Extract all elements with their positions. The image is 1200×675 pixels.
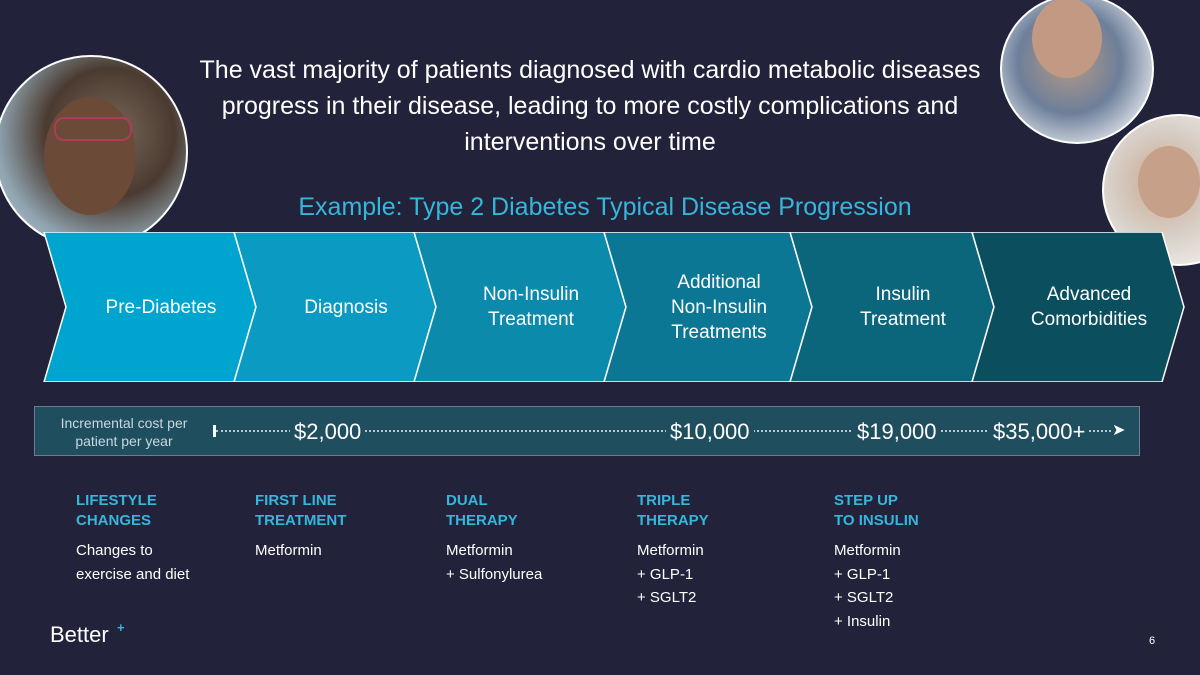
chevron-step [43, 232, 257, 382]
chevron-label: Pre-Diabetes [105, 296, 217, 318]
arrow-right-icon: ➤ [1112, 422, 1126, 439]
cost-dotted-line [216, 430, 1111, 432]
logo-plus-mark: + [117, 620, 125, 635]
progression-chevrons [43, 232, 1185, 382]
stage-dual-therapy: DUAL THERAPY Metformin + Sulfonylurea [446, 491, 646, 586]
better-logo: Better [50, 622, 109, 647]
chevron-step [233, 232, 437, 382]
chevron-step [789, 232, 995, 382]
stage-first-line: FIRST LINE TREATMENT Metformin [255, 491, 455, 563]
stage-med: + Insulin [834, 612, 891, 630]
stage-title: DUAL THERAPY [446, 492, 518, 529]
stage-title: FIRST LINE TREATMENT [255, 492, 347, 529]
stage-med: Changes to [76, 542, 153, 559]
cost-value: $2,000 [290, 419, 366, 445]
stage-title: STEP UP TO INSULIN [834, 492, 919, 529]
stage-med: + GLP-1 [637, 565, 694, 583]
stage-title: LIFESTYLE CHANGES [76, 492, 157, 529]
chevron-label: Advanced Comorbidities [1030, 284, 1148, 330]
stage-med: Metformin [255, 542, 322, 559]
slide-headline: The vast majority of patients diagnosed … [199, 56, 981, 156]
cost-caption: Incremental cost per patient per year [60, 415, 188, 449]
stage-triple-therapy: TRIPLE THERAPY Metformin + GLP-1 + SGLT2 [637, 491, 837, 610]
cost-value: $35,000+ [989, 419, 1090, 445]
stage-lifestyle: LIFESTYLE CHANGES Changes to exercise an… [76, 491, 276, 586]
stage-step-up-insulin: STEP UP TO INSULIN Metformin + GLP-1 + S… [834, 491, 1034, 633]
chevron-step [603, 232, 813, 382]
chevron-label: Diagnosis [304, 296, 388, 318]
slide-subtitle: Example: Type 2 Diabetes Typical Disease… [298, 193, 912, 221]
page-number: 6 [1149, 635, 1156, 647]
stage-med: + GLP-1 [834, 565, 891, 583]
stage-med: Metformin [637, 542, 704, 559]
cost-value: $10,000 [666, 419, 754, 445]
stage-med: Metformin [446, 542, 513, 559]
stage-med: + SGLT2 [637, 589, 697, 606]
chevron-label: Insulin Treatment [860, 284, 946, 330]
cost-value: $19,000 [853, 419, 941, 445]
chevron-label: Non-Insulin Treatment [482, 284, 580, 330]
stage-med: exercise and diet [76, 565, 190, 583]
stage-med: + Sulfonylurea [446, 565, 543, 583]
stage-med: + SGLT2 [834, 589, 894, 606]
stage-title: TRIPLE THERAPY [637, 492, 709, 529]
chevron-step [971, 232, 1185, 382]
patient-photo-woman-glasses [0, 55, 188, 249]
cost-start-tick [213, 425, 216, 437]
patient-photo-older-man [1000, 0, 1154, 144]
chevron-label: Additional Non-Insulin Treatments [670, 271, 768, 343]
chevron-step [413, 232, 627, 382]
stage-med: Metformin [834, 542, 901, 559]
